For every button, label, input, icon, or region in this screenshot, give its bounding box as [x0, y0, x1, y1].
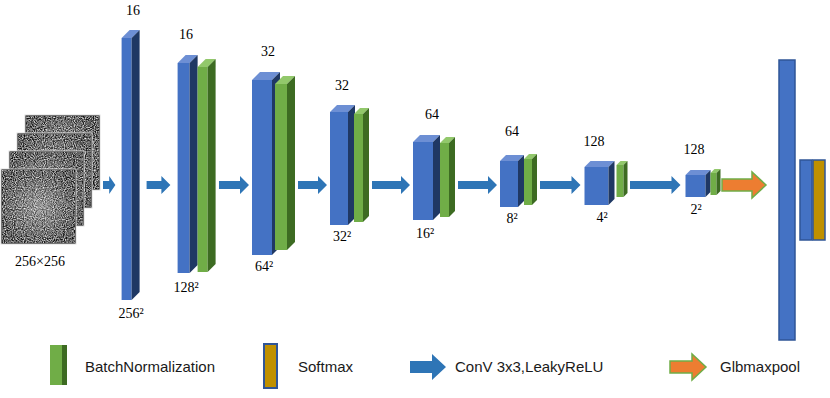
layer-side — [518, 155, 524, 207]
feature-map-size: 16² — [416, 226, 434, 242]
layer-side — [348, 105, 355, 225]
layer-front — [252, 80, 272, 255]
layer-side — [132, 30, 140, 300]
feature-map-size: 2² — [690, 202, 701, 218]
legend-text: Glbmaxpool — [720, 358, 800, 376]
layer-side — [208, 59, 216, 272]
feature-map-size: 8² — [506, 211, 517, 227]
feature-map-size: 128² — [173, 280, 198, 296]
legend-text: BatchNormalization — [85, 358, 215, 376]
image-glow — [2, 170, 75, 243]
legend-pool-arrow — [670, 354, 706, 380]
conv-arrow — [103, 176, 115, 194]
conv-arrow — [219, 176, 249, 194]
conv-layer: 16 256² — [117, 2, 144, 323]
input-size: 256×256 — [15, 254, 65, 270]
layer-front — [178, 63, 190, 273]
conv-arrow — [147, 176, 171, 194]
layer-front — [413, 142, 433, 220]
flatten-vector — [779, 60, 795, 340]
layer-front — [616, 165, 623, 197]
layer-side — [287, 76, 295, 250]
conv-arrow — [630, 176, 681, 194]
glbmaxpool-arrow — [722, 172, 766, 198]
layer-front — [524, 159, 532, 205]
layer-figure — [329, 77, 370, 246]
conv-layer: 32 32² — [329, 77, 370, 246]
layer-figure — [0, 114, 101, 271]
channel-count: 64 — [505, 124, 519, 140]
layer-side — [363, 108, 369, 222]
channel-count: 32 — [335, 78, 349, 94]
channel-count: 64 — [425, 107, 439, 123]
conv-arrow — [458, 176, 497, 194]
layer-front — [685, 175, 705, 197]
layer-side — [532, 154, 537, 205]
conv-layer: 128 4² — [583, 133, 629, 227]
layer-side — [716, 169, 720, 195]
conv-layer: 128 2² — [683, 141, 722, 219]
input-image — [1, 169, 76, 244]
layer-side — [433, 135, 440, 220]
feature-map-size: 32² — [333, 229, 351, 245]
layer-front — [330, 112, 348, 225]
layer-front — [500, 161, 518, 207]
layer-figure — [412, 106, 456, 243]
legend-swatch — [50, 345, 67, 385]
conv-layer: 64 8² — [499, 123, 538, 228]
legend-swatch — [263, 343, 278, 389]
conv-layer: 16 128² — [172, 26, 217, 297]
legend-text: ConV 3x3,LeakyReLU — [455, 358, 603, 376]
layer-side — [608, 161, 614, 205]
channel-count: 128 — [684, 142, 705, 158]
conv-layer: 32 64² — [251, 43, 296, 276]
layer-side — [190, 55, 198, 273]
conv-layer: 64 16² — [412, 106, 456, 243]
channel-count: 128 — [584, 134, 605, 150]
conv-arrow — [372, 176, 410, 194]
layer-figure — [251, 43, 296, 276]
channel-count: 16 — [126, 3, 140, 19]
layer-front — [440, 143, 449, 217]
channel-count: 32 — [261, 44, 275, 60]
input-stack: 256×256 — [0, 114, 101, 271]
layer-front — [584, 167, 608, 205]
dense-vector — [800, 160, 812, 240]
conv-arrow — [540, 176, 581, 194]
layer-front — [354, 114, 363, 222]
layer-figure — [117, 2, 144, 323]
layer-side — [705, 170, 710, 197]
legend-conv-arrow — [410, 354, 446, 380]
conv-arrow — [298, 176, 327, 194]
layer-front — [122, 38, 132, 300]
layer-side — [623, 161, 627, 197]
feature-map-size: 64² — [255, 259, 273, 275]
softmax-vector — [813, 160, 825, 240]
channel-count: 16 — [179, 27, 193, 43]
feature-map-size: 256² — [118, 306, 143, 322]
feature-map-size: 4² — [596, 210, 607, 226]
image-speckle — [2, 170, 75, 243]
legend-text: Softmax — [298, 358, 353, 376]
layer-side — [449, 137, 455, 217]
layer-front — [710, 173, 716, 195]
layer-front — [198, 67, 208, 272]
layer-front — [275, 84, 287, 250]
layer-figure — [172, 26, 217, 297]
